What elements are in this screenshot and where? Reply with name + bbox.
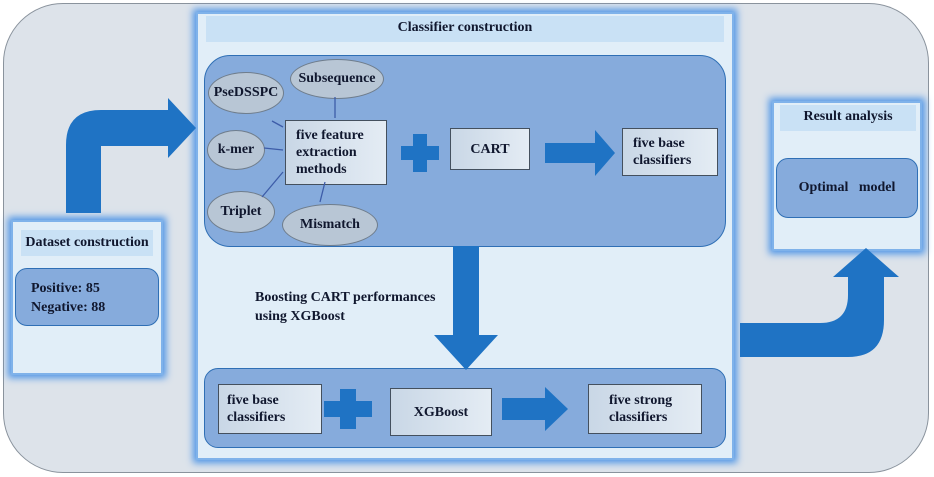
optimal-model-label: Optimal model [798,180,896,195]
arrow-xgboost-to-strong [502,387,568,431]
dataset-title: Dataset construction [21,230,153,256]
strong-classifiers-box: five strong classifiers [588,384,702,434]
classifier-title: Classifier construction [206,16,724,42]
base-classifiers-box: five base classifiers [622,128,718,176]
result-title: Result analysis [780,105,916,131]
classifier-panel: Classifier construction five feature ext… [196,12,734,460]
cart-label: CART [470,141,510,157]
negative-count: Negative: 88 [31,300,106,315]
feature-connectors [261,97,336,203]
feature-methods-label: five feature extraction methods [296,128,364,177]
feature-mismatch: Mismatch [282,204,378,246]
bottom-base-label: five base classifiers [227,393,286,425]
positive-count: Positive: 85 [31,281,100,296]
base-classifiers-label: five base classifiers [633,136,692,168]
plus-icon-top [401,134,439,172]
xgboost-box: XGBoost [390,388,492,436]
feature-triplet: Triplet [207,191,275,233]
result-panel: Result analysis Optimal model [772,101,922,251]
feature-psedsspc: PseDSSPC [208,72,284,114]
plus-icon-bottom [324,389,372,429]
cart-box: CART [450,128,530,170]
boosting-label: Boosting CART performances using XGBoost [255,290,436,324]
arrow-down-to-boosting [434,246,498,370]
arrow-cart-to-base [545,130,615,176]
bottom-base-box: five base classifiers [218,384,322,434]
strong-classifiers-label: five strong classifiers [609,393,673,425]
feature-kmer: k-mer [207,130,265,170]
feature-methods-box: five feature extraction methods [285,120,387,185]
optimal-model-box: Optimal model [776,158,918,218]
feature-subsequence: Subsequence [290,59,384,99]
xgboost-label: XGBoost [413,404,469,420]
dataset-panel: Dataset construction Positive: 85 Negati… [11,220,163,375]
arrow-dataset-to-classifier [66,98,196,213]
dataset-counts: Positive: 85 Negative: 88 [15,268,159,326]
arrow-classifier-to-result [740,248,899,357]
